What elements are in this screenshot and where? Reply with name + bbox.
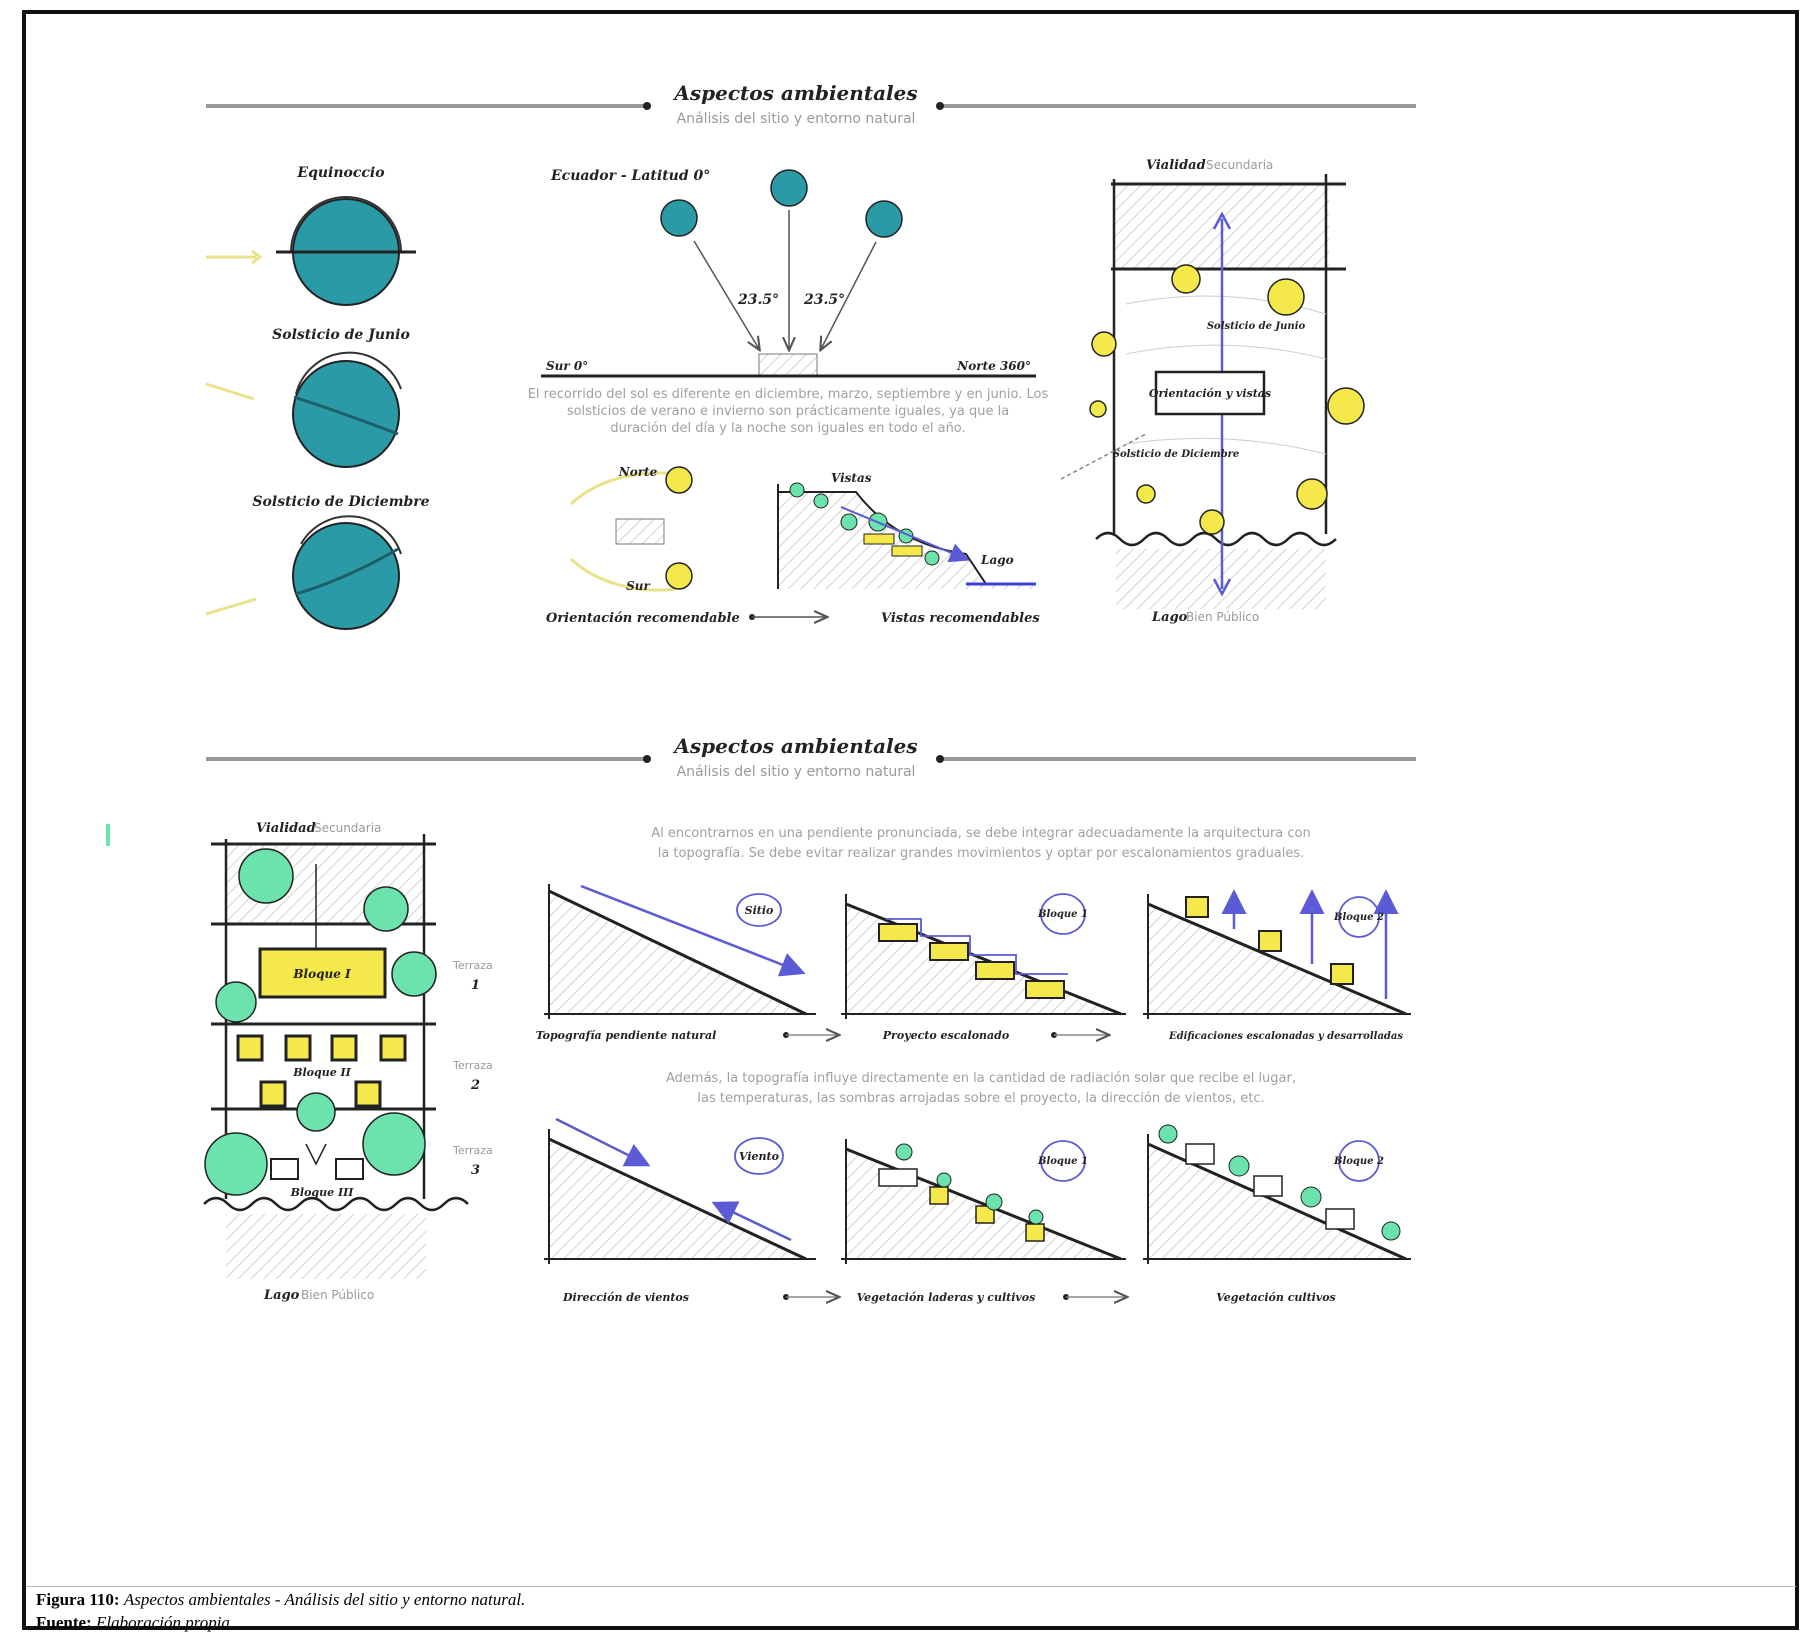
header-2-subtitle: Análisis del sitio y entorno natural <box>677 764 916 780</box>
figure-caption: Figura 110: Aspectos ambientales - Análi… <box>36 1588 1776 1634</box>
terrain-label-5: Vegetación laderas y cultivos <box>857 1291 1036 1304</box>
terrain-section-4: Viento Dirección de vientos <box>544 1119 816 1304</box>
ecuador-sun-path: Ecuador - Latitud 0° 23.5° 23.5° Sur 0° … <box>528 168 1049 436</box>
right-box-text: Orientación y vistas <box>1149 387 1271 400</box>
sun-diagram-june: Solsticio de Junio <box>206 327 410 467</box>
header-1-title: Aspectos ambientales <box>672 81 917 105</box>
slope-lake-label: Lago <box>980 553 1014 567</box>
bubble-viento: Viento <box>739 1150 779 1163</box>
header-1-subtitle: Análisis del sitio y entorno natural <box>677 111 916 127</box>
sun-june-label: Solsticio de Junio <box>272 327 410 343</box>
north-360: Norte 360° <box>956 359 1031 373</box>
south-small-label: Sur <box>626 579 651 593</box>
figure-frame: Aspectos ambientales Análisis del sitio … <box>22 10 1799 1630</box>
caption-separator <box>26 1586 1796 1587</box>
terrace-1-label: Terraza <box>452 959 493 972</box>
terrace-1-num: 1 <box>471 978 480 993</box>
terrain-section-1: Sitio Topografía pendiente natural <box>536 884 816 1042</box>
sun-december-label: Solsticio de Diciembre <box>252 494 429 510</box>
site-plan: Vialidad Secundaria Bloque I Bloque II B… <box>106 821 493 1303</box>
angle-right: 23.5° <box>803 292 845 308</box>
orientation-views-legend: Orientación recomendable Vistas recomend… <box>546 611 1040 626</box>
terrain-section-5: Bloque 1 Vegetación laderas y cultivos <box>841 1139 1126 1304</box>
block-3-label: Bloque III <box>290 1186 355 1199</box>
header-1: Aspectos ambientales Análisis del sitio … <box>206 81 1416 127</box>
angle-left: 23.5° <box>737 292 779 308</box>
terrace-3-num: 3 <box>471 1163 480 1178</box>
site-bien-publico: Bien Público <box>301 1288 374 1302</box>
site-lake: Lago <box>263 1288 300 1303</box>
slope-views-diagram: Vistas Lago <box>778 471 1036 589</box>
north-small-label: Norte <box>618 465 658 479</box>
sun-diagram-december: Solsticio de Diciembre <box>206 494 430 629</box>
orientation-recommended: Orientación recomendable <box>546 611 740 626</box>
caption-text: Aspectos ambientales - Análisis del siti… <box>124 1590 526 1609</box>
block-2-label: Bloque II <box>292 1066 351 1079</box>
right-winter: Solsticio de Diciembre <box>1113 449 1240 460</box>
caption-label: Figura 110: <box>36 1590 120 1609</box>
sun-diagram-equinox: Equinoccio <box>206 165 416 305</box>
south-zero: Sur 0° <box>546 359 588 373</box>
source-text: Elaboración propia <box>96 1613 230 1632</box>
terrain-label-6: Vegetación cultivos <box>1216 1291 1336 1304</box>
block-1-label: Bloque I <box>292 967 351 981</box>
terrace-2-num: 2 <box>470 1078 480 1093</box>
orientation-mini-diagram: Norte Sur <box>571 465 692 593</box>
site-vialidad: Vialidad <box>256 821 316 836</box>
ecuador-paragraph-3: duración del día y la noche son iguales … <box>610 421 965 436</box>
terrain-section-6: Bloque 2 Vegetación cultivos <box>1143 1125 1411 1304</box>
bubble-bloque-1: Bloque 1 <box>1037 909 1088 920</box>
terrace-3-label: Terraza <box>452 1144 493 1157</box>
views-recommended: Vistas recomendables <box>881 611 1040 626</box>
terrain-para-2-line-2: las temperaturas, las sombras arrojadas … <box>697 1091 1264 1106</box>
slope-views-label: Vistas <box>831 471 872 485</box>
terrain-section-3: Bloque 2 Edificaciones escalonadas y des… <box>1143 894 1411 1042</box>
terrain-label-1: Topografía pendiente natural <box>536 1029 717 1042</box>
site-secundaria: Secundaria <box>314 821 381 835</box>
ecuador-title: Ecuador - Latitud 0° <box>550 168 710 184</box>
right-summer: Solsticio de Junio <box>1207 321 1306 332</box>
sun-equinox-label: Equinoccio <box>296 165 384 181</box>
right-site-panel: Vialidad Secundaria Orientación y vistas… <box>1061 158 1364 625</box>
bubble-bloque-2-b: Bloque 2 <box>1333 1156 1384 1167</box>
source-line: Fuente: Elaboración propia <box>36 1611 1776 1634</box>
bubble-bloque-1-b: Bloque 1 <box>1037 1156 1088 1167</box>
terrain-label-4: Dirección de vientos <box>562 1291 689 1304</box>
terrain-label-3: Edificaciones escalonadas y desarrollada… <box>1168 1031 1403 1042</box>
bubble-sitio: Sitio <box>745 904 774 917</box>
right-bien-publico: Bien Público <box>1186 610 1259 624</box>
right-secundaria: Secundaria <box>1206 158 1273 172</box>
right-lake: Lago <box>1151 610 1188 625</box>
right-vialidad: Vialidad <box>1146 158 1206 173</box>
terrain-section-2: Bloque 1 Proyecto escalonado <box>841 894 1126 1042</box>
header-2-title: Aspectos ambientales <box>672 734 917 758</box>
caption-line: Figura 110: Aspectos ambientales - Análi… <box>36 1588 1776 1611</box>
terrain-para-1-line-1: Al encontrarnos en una pendiente pronunc… <box>651 826 1311 841</box>
ecuador-paragraph-1: El recorrido del sol es diferente en dic… <box>528 387 1049 402</box>
environmental-analysis-drawing: Aspectos ambientales Análisis del sitio … <box>26 14 1795 1589</box>
terrain-para-2-line-1: Además, la topografía influye directamen… <box>666 1071 1296 1086</box>
source-label: Fuente: <box>36 1613 92 1632</box>
ecuador-paragraph-2: solsticios de verano e invierno son prác… <box>567 404 1009 419</box>
terrain-label-2: Proyecto escalonado <box>882 1029 1009 1042</box>
header-2: Aspectos ambientales Análisis del sitio … <box>206 734 1416 780</box>
bubble-bloque-2: Bloque 2 <box>1333 912 1384 923</box>
terrain-para-1-line-2: la topografía. Se debe evitar realizar g… <box>658 846 1305 861</box>
terrace-2-label: Terraza <box>452 1059 493 1072</box>
